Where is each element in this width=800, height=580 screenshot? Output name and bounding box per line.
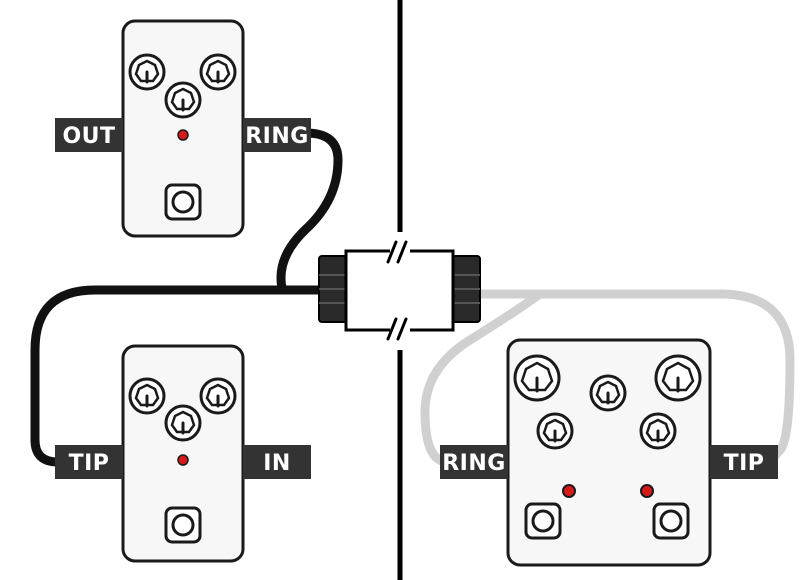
led-icon bbox=[562, 484, 576, 498]
led-icon bbox=[177, 454, 189, 466]
footswitch-icon bbox=[164, 506, 202, 544]
dark-cable-ring bbox=[276, 128, 343, 293]
label-tip-right-text: TIP bbox=[724, 451, 765, 476]
knob-icon bbox=[589, 374, 627, 412]
bottom-left-pedal bbox=[121, 344, 245, 563]
label-out: OUT bbox=[55, 118, 123, 152]
light-cable bbox=[420, 289, 554, 467]
knob-icon bbox=[164, 404, 202, 442]
break-mark-icon bbox=[386, 240, 408, 341]
knob-icon bbox=[164, 81, 202, 119]
knob-icon bbox=[639, 412, 677, 450]
label-ring-right-text: RING bbox=[442, 451, 506, 476]
footswitch-icon bbox=[164, 183, 202, 221]
knob-icon bbox=[199, 377, 237, 415]
led-icon bbox=[177, 129, 189, 141]
right-pedal bbox=[506, 338, 712, 567]
footswitch-icon bbox=[652, 502, 690, 540]
knob-icon bbox=[128, 377, 166, 415]
led-icon bbox=[640, 484, 654, 498]
knob-icon bbox=[513, 354, 561, 402]
label-tip-left-text: TIP bbox=[69, 451, 110, 476]
label-ring-top-text: RING bbox=[245, 124, 309, 149]
label-in: IN bbox=[243, 445, 311, 479]
label-ring-right: RING bbox=[440, 445, 508, 479]
knob-icon bbox=[654, 354, 702, 402]
label-tip-right: TIP bbox=[710, 445, 778, 479]
top-left-pedal bbox=[121, 19, 245, 238]
knob-icon bbox=[128, 53, 166, 91]
label-ring-top: RING bbox=[243, 118, 311, 152]
dark-cable-main bbox=[30, 285, 327, 467]
label-in-text: IN bbox=[263, 451, 291, 476]
knob-icon bbox=[536, 412, 574, 450]
label-tip-left: TIP bbox=[55, 445, 123, 479]
label-out-text: OUT bbox=[62, 124, 115, 149]
knob-icon bbox=[199, 53, 237, 91]
footswitch-icon bbox=[524, 502, 562, 540]
